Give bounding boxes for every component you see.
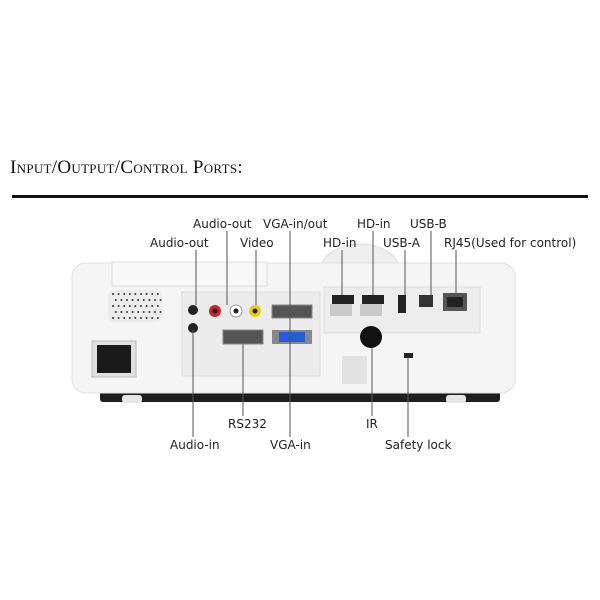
label-audio-out-top: Audio-out <box>193 217 252 231</box>
grille-hole <box>117 317 120 319</box>
label-usb-b: USB-B <box>410 217 447 231</box>
grille-hole <box>151 305 154 307</box>
hdmi-port-2 <box>362 295 384 304</box>
vga-out-port <box>271 304 313 319</box>
hdmi-port-1 <box>332 295 354 304</box>
grille-hole <box>142 311 145 313</box>
grille-hole <box>137 311 140 313</box>
grille-hole <box>148 299 151 301</box>
grille-hole <box>126 299 128 301</box>
label-audio-out: Audio-out <box>150 236 209 250</box>
grille-hole <box>112 293 114 295</box>
grille-hole <box>112 317 114 319</box>
grille-hole <box>114 311 117 313</box>
label-hd-in-top: HD-in <box>357 217 391 231</box>
grille-hole <box>117 305 120 307</box>
top-panel <box>111 261 268 287</box>
grille-hole <box>151 293 154 295</box>
grille-hole <box>137 299 140 301</box>
grille-hole <box>112 305 114 307</box>
grille-hole <box>156 305 159 307</box>
grille-hole <box>131 299 134 301</box>
usb-a-port <box>398 295 406 313</box>
speaker-grille <box>108 290 162 322</box>
grille-hole <box>120 311 123 313</box>
grille-hole <box>142 299 145 301</box>
label-rs232: RS232 <box>228 417 267 431</box>
grille-hole <box>114 299 117 301</box>
ir-receiver <box>360 326 382 348</box>
label-safety-lock: Safety lock <box>385 438 452 452</box>
grille-hole <box>156 317 159 319</box>
hdmi-port-1-bracket <box>330 304 352 316</box>
power-inlet-socket <box>97 345 131 373</box>
grille-hole <box>140 293 142 295</box>
grille-hole <box>134 305 137 307</box>
grille-hole <box>154 311 156 313</box>
grille-hole <box>156 293 159 295</box>
grille-hole <box>140 317 142 319</box>
rs232-port <box>222 329 264 345</box>
grille-hole <box>123 293 126 295</box>
projector-foot-left <box>122 395 142 403</box>
label-usb-a: USB-A <box>383 236 420 250</box>
grille-hole <box>151 317 154 319</box>
grille-hole <box>123 305 126 307</box>
grille-hole <box>128 317 131 319</box>
grille-hole <box>145 305 148 307</box>
grille-hole <box>134 293 137 295</box>
grille-hole <box>145 293 148 295</box>
label-rj45: RJ45(Used for control) <box>444 236 577 250</box>
grille-hole <box>159 299 162 301</box>
grille-hole <box>159 311 162 313</box>
safety-lock-slot <box>404 353 413 358</box>
projector-foot-right <box>446 395 466 403</box>
label-ir: IR <box>366 417 378 431</box>
grille-hole <box>117 293 120 295</box>
grille-hole <box>140 305 142 307</box>
grille-hole <box>131 311 134 313</box>
grille-hole <box>154 299 156 301</box>
audio-in-jack <box>188 323 198 333</box>
hdmi-port-2-bracket <box>360 304 382 316</box>
rj45-port-socket <box>447 297 463 307</box>
grille-hole <box>120 299 123 301</box>
title-divider <box>12 195 588 198</box>
grille-hole <box>128 293 131 295</box>
label-vga-in-out: VGA-in/out <box>263 217 328 231</box>
grille-hole <box>123 317 126 319</box>
grille-hole <box>126 311 128 313</box>
label-plate <box>342 356 367 384</box>
audio-out-jack <box>188 305 198 315</box>
grille-hole <box>128 305 131 307</box>
label-vga-in: VGA-in <box>270 438 311 452</box>
label-audio-in: Audio-in <box>170 438 220 452</box>
page-title: Input/Output/Control Ports: <box>10 157 243 178</box>
label-hd-in: HD-in <box>323 236 357 250</box>
grille-hole <box>145 317 148 319</box>
label-video: Video <box>240 236 274 250</box>
grille-hole <box>134 317 137 319</box>
grille-hole <box>148 311 151 313</box>
vga-in-port-insert <box>279 332 305 342</box>
usb-b-port <box>419 295 433 307</box>
